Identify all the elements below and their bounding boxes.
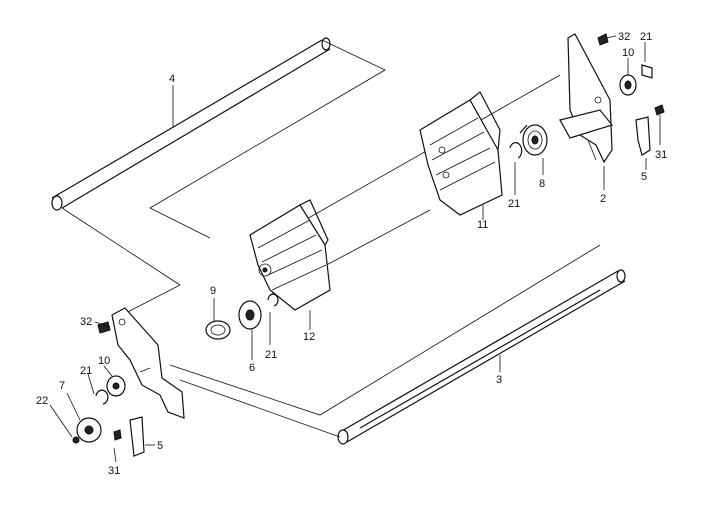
callout-31-top: 31 [655, 149, 667, 161]
callout-8: 8 [539, 178, 545, 190]
e-ring-21-mid [509, 142, 523, 159]
callout-21-mid: 21 [508, 198, 520, 210]
callout-22: 22 [36, 395, 48, 407]
callout-4: 4 [169, 73, 175, 85]
shaft-3 [169, 244, 626, 445]
callout-10-top: 10 [622, 47, 634, 59]
callout-5-left: 5 [157, 440, 163, 452]
center-small-parts [205, 293, 279, 340]
gear-8 [519, 124, 548, 156]
side-frame-right-2 [559, 33, 614, 164]
callout-6: 6 [249, 362, 255, 374]
tractor-11 [419, 91, 503, 216]
callout-10-left: 10 [98, 355, 110, 367]
callout-2: 2 [600, 193, 606, 205]
right-small-parts [597, 33, 665, 156]
callout-9: 9 [210, 285, 216, 297]
callout-5-top: 5 [641, 171, 647, 183]
tractor-12 [249, 199, 331, 311]
callout-32-top: 32 [618, 31, 630, 43]
callout-3: 3 [496, 374, 502, 386]
left-small-parts [72, 321, 145, 457]
callout-32-left: 32 [80, 316, 92, 328]
callout-21-left: 21 [80, 365, 92, 377]
leader-lines [49, 35, 661, 463]
callout-labels: 4 32 21 10 31 5 2 8 21 11 12 9 6 21 3 32… [36, 31, 667, 477]
callout-31-left: 31 [108, 465, 120, 477]
callout-21-low: 21 [265, 349, 277, 361]
callout-21-top: 21 [640, 31, 652, 43]
shaft-4 [51, 37, 386, 239]
callout-11: 11 [477, 219, 488, 231]
callout-7: 7 [59, 380, 65, 392]
callout-12: 12 [303, 331, 315, 343]
side-frame-left [111, 307, 185, 419]
